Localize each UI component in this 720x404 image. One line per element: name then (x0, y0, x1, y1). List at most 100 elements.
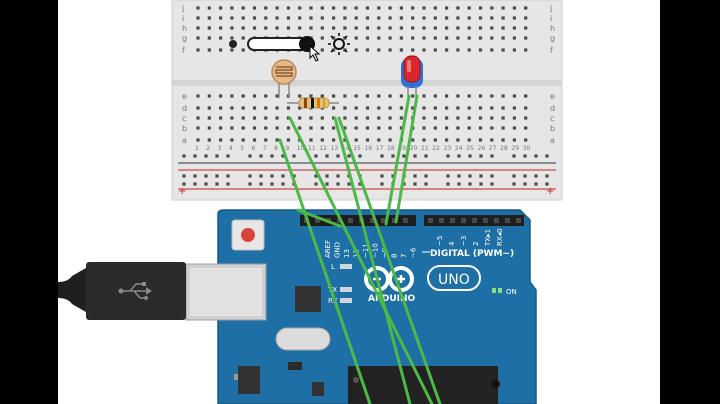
breadboard-hole (230, 138, 234, 142)
breadboard-hole (354, 16, 358, 20)
rail-hole (391, 154, 395, 158)
breadboard-hole (230, 6, 234, 10)
rail-hole (468, 154, 472, 158)
rail-hole (182, 182, 186, 186)
rail-hole (347, 182, 351, 186)
breadboard-hole (467, 48, 471, 52)
row-letter: h (550, 24, 555, 33)
breadboard-hole (332, 94, 336, 98)
rail-hole (215, 182, 219, 186)
breadboard-hole (512, 16, 516, 20)
rail-hole (314, 154, 318, 158)
row-letter: f (550, 46, 553, 55)
usb-icon (118, 282, 152, 300)
breadboard-hole (501, 138, 505, 142)
breadboard-hole (343, 94, 347, 98)
rail-hole (545, 182, 549, 186)
breadboard-hole (524, 106, 528, 110)
red-led[interactable] (401, 55, 423, 96)
breadboard-hole (286, 106, 290, 110)
on-label: ON (506, 288, 517, 296)
breadboard-hole (456, 116, 460, 120)
breadboard-hole (399, 36, 403, 40)
breadboard-hole (196, 94, 200, 98)
rail-hole (512, 174, 516, 178)
rail-hole (259, 182, 263, 186)
header-left (300, 215, 416, 226)
reset-button-cap[interactable] (241, 228, 255, 242)
breadboard-hole (478, 94, 483, 98)
arduino-logo-text: ARDUINO (368, 294, 416, 304)
breadboard-hole (365, 94, 370, 98)
breadboard-hole (332, 138, 336, 142)
column-number: 12 (319, 145, 327, 152)
breadboard-hole (343, 6, 347, 10)
breadboard-hole (309, 94, 313, 98)
breadboard-hole (399, 16, 403, 20)
breadboard-hole (354, 26, 358, 30)
led-rx (340, 298, 352, 303)
breadboard-hole (422, 126, 426, 130)
rail-hole (523, 182, 527, 186)
breadboard-hole (456, 26, 460, 30)
column-number: 29 (511, 145, 519, 152)
row-letter: f (182, 46, 185, 55)
breadboard-hole (377, 48, 381, 52)
column-number: 19 (398, 145, 406, 152)
column-number: 18 (387, 145, 395, 152)
row-letter: g (550, 34, 555, 43)
breadboard-hole (343, 138, 347, 142)
breadboard-hole (422, 6, 426, 10)
breadboard-hole (196, 6, 200, 10)
breadboard-hole (230, 116, 234, 120)
breadboard-hole (230, 126, 234, 130)
breadboard-holes (182, 6, 549, 186)
breadboard-hole (196, 26, 200, 30)
rail-hole (490, 154, 494, 158)
wire-led-cathode-to-gnd (394, 94, 419, 224)
board-body (217, 209, 537, 404)
breadboard-hole (377, 36, 381, 40)
breadboard-hole (377, 106, 381, 110)
breadboard-hole (332, 126, 336, 130)
photoresistor[interactable] (271, 59, 297, 98)
breadboard-hole (445, 106, 449, 110)
rail-hole (446, 174, 450, 178)
breadboard-hole (309, 6, 313, 10)
breadboard-hole (241, 26, 245, 30)
column-number: 7 (263, 145, 267, 152)
breadboard-hole (399, 48, 403, 52)
breadboard-hole (467, 116, 471, 120)
breadboard-hole (320, 138, 324, 142)
breadboard-hole (219, 26, 223, 30)
breadboard-hole (196, 36, 200, 40)
resistor[interactable] (287, 97, 339, 109)
rail-hole (248, 154, 252, 158)
row-letter: c (182, 114, 186, 123)
usb-chip (295, 286, 321, 312)
rail-hole (325, 154, 329, 158)
breadboard-hole (411, 26, 415, 30)
light-slider[interactable] (229, 33, 350, 62)
breadboard-hole (286, 16, 290, 20)
rail-hole (380, 154, 384, 158)
breadboard-hole (512, 116, 516, 120)
breadboard-hole (377, 16, 381, 20)
breadboard-hole (467, 94, 471, 98)
breadboard-hole (354, 48, 358, 52)
led-rx-label: RX (328, 297, 338, 305)
column-number: 22 (432, 145, 440, 152)
rail-hole (259, 154, 263, 158)
column-number: 26 (478, 145, 486, 152)
breadboard-hole (286, 6, 290, 10)
on-led (492, 288, 496, 293)
rail-hole (534, 154, 538, 158)
breadboard-hole (501, 126, 505, 130)
breadboard-hole (332, 26, 336, 30)
breadboard-hole (252, 126, 257, 130)
breadboard-hole (433, 16, 437, 20)
breadboard-hole (275, 126, 279, 130)
breadboard-hole (524, 116, 528, 120)
